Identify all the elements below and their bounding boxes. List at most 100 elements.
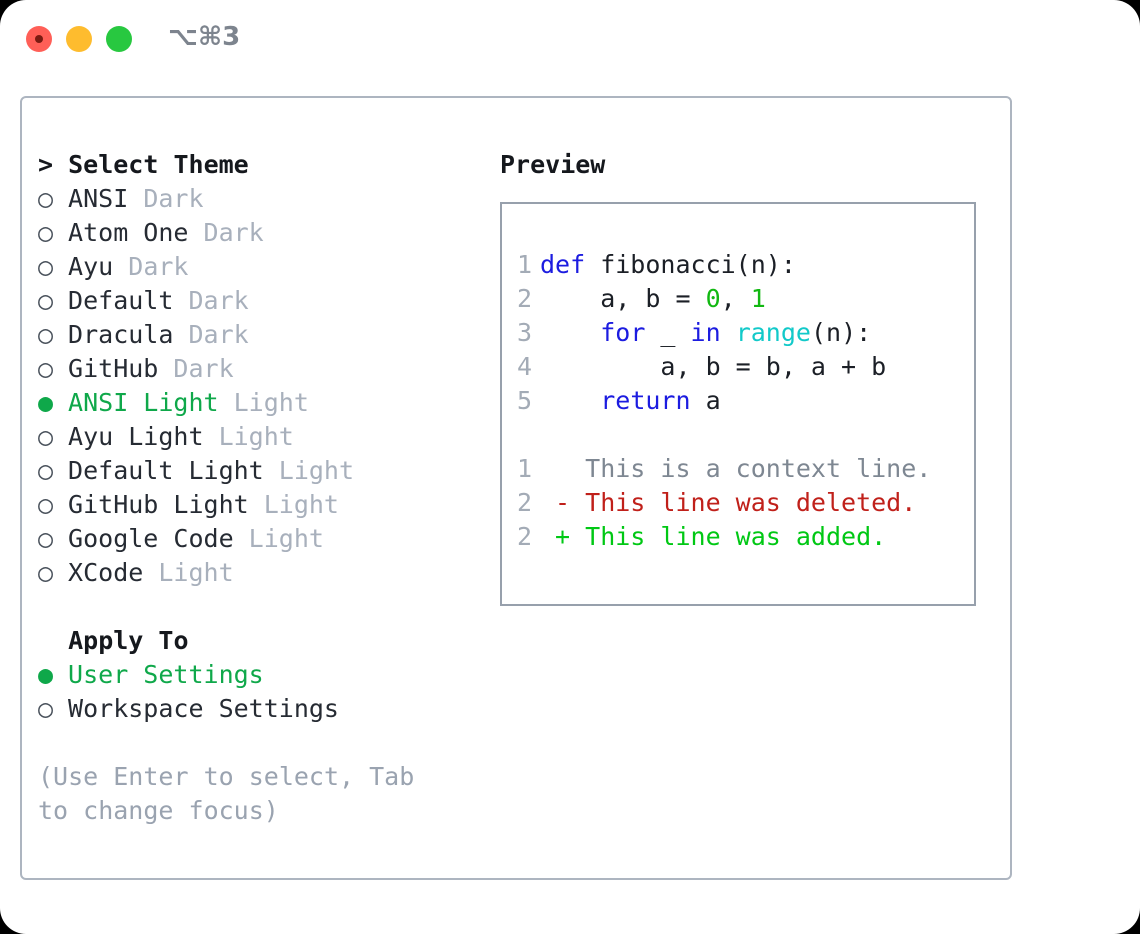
theme-option-category: Dark: [173, 320, 249, 349]
apply-to-option-user-settings[interactable]: ● User Settings: [38, 658, 478, 692]
radio-unselected-icon: ○: [38, 252, 54, 281]
theme-option-label: ANSI Light: [53, 388, 219, 417]
line-number: 5: [516, 386, 532, 415]
radio-selected-icon: ●: [38, 388, 54, 417]
code-token-fn: range: [735, 318, 811, 347]
maximize-window-button[interactable]: [106, 26, 132, 52]
select-theme-heading: > Select Theme: [38, 150, 249, 179]
theme-option-category: Dark: [173, 286, 249, 315]
theme-option-label: Atom One: [53, 218, 189, 247]
theme-option-label: Ayu Light: [53, 422, 204, 451]
theme-option-dracula[interactable]: ○ Dracula Dark: [38, 318, 478, 352]
hint-spacer: [38, 726, 478, 760]
line-number: 2: [516, 522, 532, 551]
code-token-id: _: [645, 318, 691, 347]
theme-option-label: GitHub Light: [53, 490, 249, 519]
theme-option-ayu-light[interactable]: ○ Ayu Light Light: [38, 420, 478, 454]
theme-option-label: Ayu: [53, 252, 114, 281]
radio-unselected-icon: ○: [38, 286, 54, 315]
apply-to-heading: Apply To: [38, 626, 189, 655]
radio-unselected-icon: ○: [38, 524, 54, 553]
radio-unselected-icon: ○: [38, 694, 54, 723]
theme-option-label: Default Light: [53, 456, 264, 485]
code-token-id: a: [690, 386, 721, 415]
line-number: 2: [516, 488, 532, 517]
apply-to-option-label: User Settings: [53, 660, 264, 689]
radio-unselected-icon: ○: [38, 490, 54, 519]
preview-heading: Preview: [500, 150, 606, 179]
theme-option-label: ANSI: [53, 184, 129, 213]
minimize-window-button[interactable]: [66, 26, 92, 52]
theme-option-label: Dracula: [53, 320, 174, 349]
apply-to-option-workspace-settings[interactable]: ○ Workspace Settings: [38, 692, 478, 726]
code-token-id: fibonacci(: [585, 250, 751, 279]
line-number: 1: [516, 250, 532, 279]
code-line: 2 a, b = 0, 1: [502, 282, 974, 316]
code-token-kw: return: [600, 386, 691, 415]
keyboard-hint-text: (Use Enter to select, Tab to change focu…: [38, 762, 415, 825]
theme-option-category: Light: [143, 558, 234, 587]
keyboard-shortcut-label: ⌥⌘3: [168, 22, 241, 52]
theme-option-ansi-light[interactable]: ● ANSI Light Light: [38, 386, 478, 420]
theme-option-category: Light: [203, 422, 294, 451]
code-line: 5 return a: [502, 384, 974, 418]
diff-sample: 1 This is a context line.2 - This line w…: [502, 452, 974, 554]
theme-option-label: GitHub: [53, 354, 159, 383]
radio-unselected-icon: ○: [38, 320, 54, 349]
main-panel: > Select Theme ○ ANSI Dark○ Atom One Dar…: [20, 96, 1012, 880]
theme-option-label: Google Code: [53, 524, 234, 553]
theme-option-category: Light: [263, 456, 355, 485]
radio-selected-icon: ●: [38, 660, 54, 689]
theme-option-category: Dark: [113, 252, 189, 281]
theme-option-xcode[interactable]: ○ XCode Light: [38, 556, 478, 590]
line-number: 1: [516, 454, 532, 483]
close-window-button[interactable]: [26, 26, 52, 52]
code-token-id: a, b = b, a + b: [540, 352, 887, 381]
theme-option-label: Default: [53, 286, 174, 315]
theme-option-category: Dark: [188, 218, 264, 247]
code-diff-separator: [502, 418, 974, 452]
section-spacer: [38, 590, 478, 624]
theme-option-category: Light: [233, 524, 324, 553]
theme-option-ansi[interactable]: ○ ANSI Dark: [38, 182, 478, 216]
code-token-kw: for: [600, 318, 646, 347]
diff-line-ctx: 1 This is a context line.: [502, 452, 974, 486]
theme-option-default-light[interactable]: ○ Default Light Light: [38, 454, 478, 488]
theme-option-github-light[interactable]: ○ GitHub Light Light: [38, 488, 478, 522]
diff-line-add: 2 + This line was added.: [502, 520, 974, 554]
line-number: 4: [516, 352, 532, 381]
theme-option-category: Dark: [158, 354, 234, 383]
window-titlebar: ⌥⌘3: [0, 0, 1140, 78]
theme-option-category: Light: [218, 388, 309, 417]
radio-unselected-icon: ○: [38, 184, 54, 213]
radio-unselected-icon: ○: [38, 558, 54, 587]
code-token-kw: in: [690, 318, 721, 347]
diff-line-del: 2 - This line was deleted.: [502, 486, 974, 520]
code-line: 1 def fibonacci(n):: [502, 248, 974, 282]
theme-option-default[interactable]: ○ Default Dark: [38, 284, 478, 318]
radio-unselected-icon: ○: [38, 456, 54, 485]
code-token-num: 0: [705, 284, 721, 313]
theme-option-atom-one[interactable]: ○ Atom One Dark: [38, 216, 478, 250]
theme-option-github[interactable]: ○ GitHub Dark: [38, 352, 478, 386]
theme-option-ayu[interactable]: ○ Ayu Dark: [38, 250, 478, 284]
code-token-kw: def: [540, 250, 586, 279]
code-token-id: [540, 386, 600, 415]
theme-option-category: Dark: [128, 184, 204, 213]
diff-line-text: This is a context line.: [540, 454, 932, 483]
theme-option-list[interactable]: ○ ANSI Dark○ Atom One Dark○ Ayu Dark○ De…: [38, 182, 478, 590]
diff-line-text: + This line was added.: [540, 522, 887, 551]
code-token-id: [540, 318, 600, 347]
theme-option-google-code[interactable]: ○ Google Code Light: [38, 522, 478, 556]
apply-to-option-label: Workspace Settings: [53, 694, 339, 723]
code-token-id: n: [750, 250, 766, 279]
radio-unselected-icon: ○: [38, 422, 54, 451]
line-number: 3: [516, 318, 532, 347]
apply-to-option-list[interactable]: ● User Settings○ Workspace Settings: [38, 658, 478, 726]
code-token-id: a, b =: [540, 284, 706, 313]
code-token-id: ):: [765, 250, 796, 279]
